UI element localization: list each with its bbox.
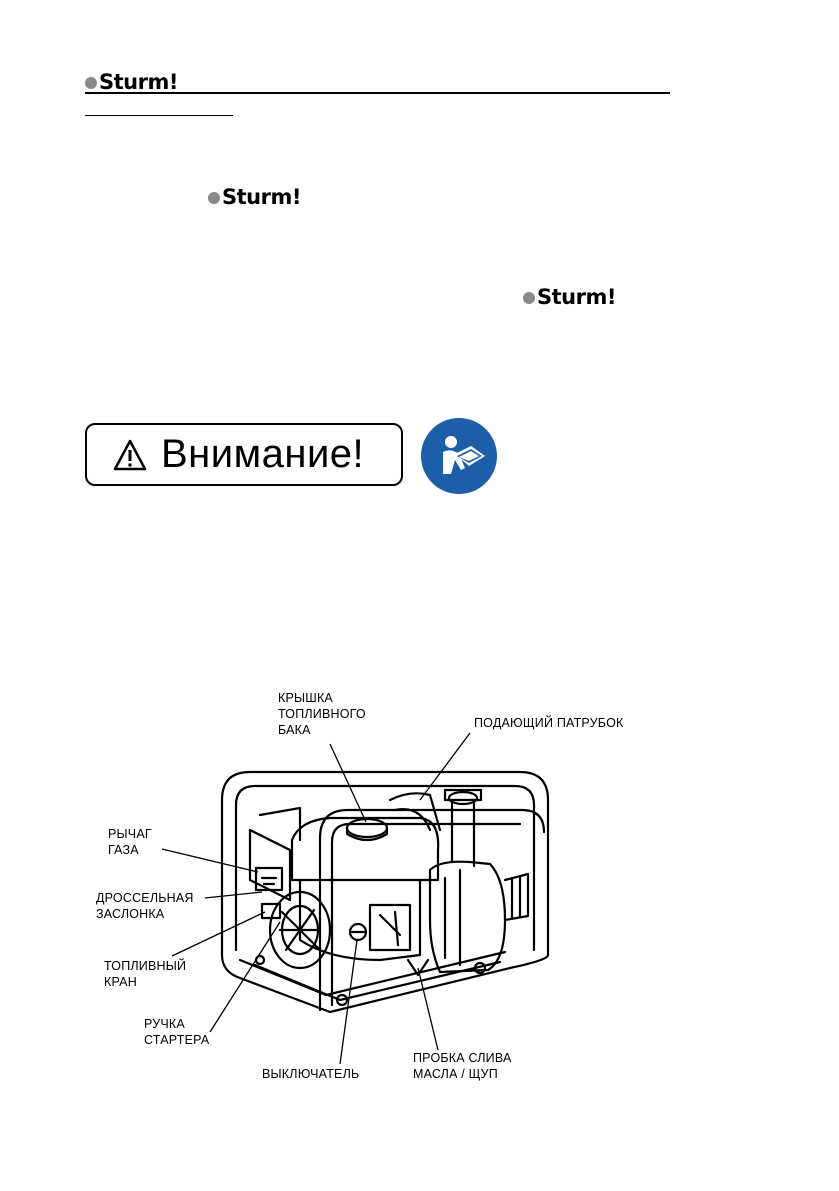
label-outlet: ПОДАЮЩИЙ ПАТРУБОК bbox=[474, 715, 623, 731]
label-line: ТОПЛИВНЫЙ bbox=[104, 959, 187, 973]
logo-dot-icon bbox=[208, 191, 220, 204]
label-line: РУЧКА bbox=[144, 1017, 185, 1031]
label-fuel-valve: ТОПЛИВНЫЙ КРАН bbox=[104, 958, 186, 990]
label-choke: ДРОССЕЛЬНАЯ ЗАСЛОНКА bbox=[96, 890, 194, 922]
logo-dot-icon bbox=[85, 76, 97, 89]
label-line: РЫЧАГ bbox=[108, 827, 152, 841]
label-oil-drain: ПРОБКА СЛИВА МАСЛА / ЩУП bbox=[413, 1050, 512, 1082]
label-line: ПОДАЮЩИЙ ПАТРУБОК bbox=[474, 716, 624, 730]
label-starter: РУЧКА СТАРТЕРА bbox=[144, 1016, 209, 1048]
logo-text: Sturm! bbox=[537, 285, 616, 309]
label-line: МАСЛА / ЩУП bbox=[413, 1067, 498, 1081]
inline-logo-1: Sturm! bbox=[208, 187, 301, 208]
label-line: ТОПЛИВНОГО bbox=[278, 707, 366, 721]
header-logo: Sturm! bbox=[85, 72, 178, 93]
label-line: КРАН bbox=[104, 975, 137, 989]
label-throttle: РЫЧАГ ГАЗА bbox=[108, 826, 152, 858]
label-switch: ВЫКЛЮЧАТЕЛЬ bbox=[262, 1066, 359, 1082]
label-line: ДРОССЕЛЬНАЯ bbox=[96, 891, 194, 905]
label-line: ГАЗА bbox=[108, 843, 139, 857]
label-line: ЗАСЛОНКА bbox=[96, 907, 165, 921]
warning-triangle-icon bbox=[113, 439, 147, 470]
label-line: ПРОБКА СЛИВА bbox=[413, 1051, 512, 1065]
inline-logo-2: Sturm! bbox=[523, 287, 616, 308]
logo-text: Sturm! bbox=[222, 185, 301, 209]
logo-dot-icon bbox=[523, 291, 535, 304]
logo-text: Sturm! bbox=[99, 70, 178, 94]
label-line: КРЫШКА bbox=[278, 691, 333, 705]
warning-label: Внимание! bbox=[161, 432, 365, 476]
label-fuel-cap: КРЫШКА ТОПЛИВНОГО БАКА bbox=[278, 690, 366, 738]
label-line: БАКА bbox=[278, 723, 311, 737]
warning-box: Внимание! bbox=[85, 423, 403, 486]
label-line: СТАРТЕРА bbox=[144, 1033, 210, 1047]
read-manual-icon bbox=[421, 418, 497, 494]
label-line: ВЫКЛЮЧАТЕЛЬ bbox=[262, 1067, 360, 1081]
header-rule bbox=[85, 92, 670, 94]
sub-rule bbox=[85, 115, 233, 116]
